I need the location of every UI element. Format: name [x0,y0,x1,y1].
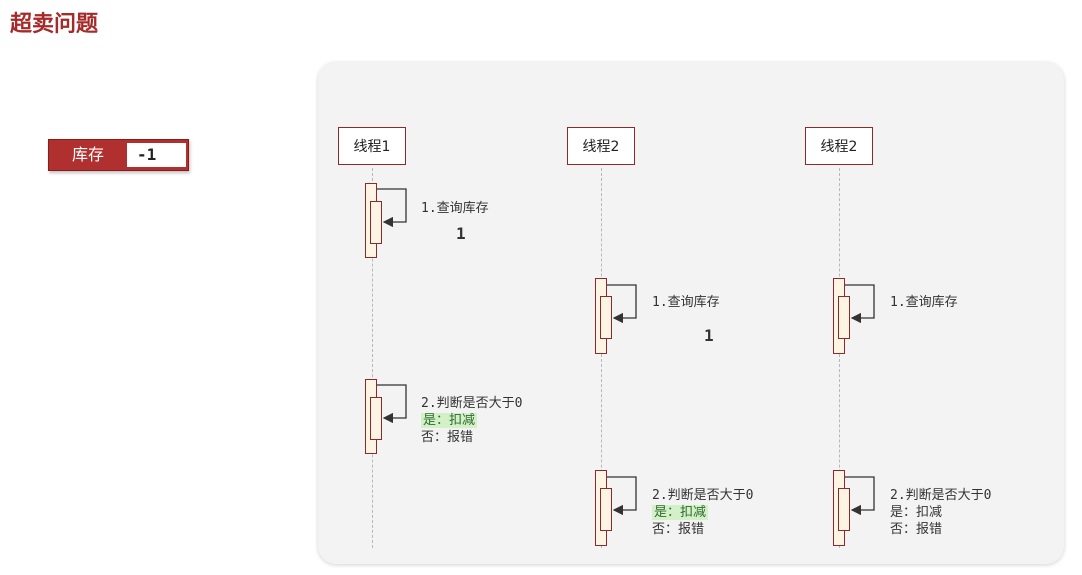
judge-condition: 2.判断是否大于0 [890,488,992,503]
page-title: 超卖问题 [10,12,99,37]
stock-indicator: 库存 -1 [48,139,189,171]
thread2-query-arrow [607,284,637,324]
thread3-judge-arrow [845,476,875,516]
stock-label: 库存 [71,145,104,164]
thread3-header: 线程2 [805,127,873,165]
thread1-judge-arrow [377,384,407,424]
stock-value: -1 [127,143,186,167]
thread1-judge-self-activation [370,397,382,440]
judge-yes-branch: 是：扣减 [652,505,709,520]
thread1-query-arrow [377,188,407,228]
thread3-query-self-activation [838,296,850,339]
thread2-header: 线程2 [567,127,635,165]
judge-condition: 2.判断是否大于0 [652,488,754,503]
thread1-query-self-activation [370,201,382,244]
thread1-header: 线程1 [338,127,406,165]
judge-no-branch: 否：报错 [652,522,705,537]
judge-yes-branch: 是：扣减 [421,413,478,428]
thread2-lifeline [601,168,602,548]
thread2-judge-self-activation [600,488,612,531]
thread2-query-label: 1.查询库存 [652,295,720,310]
judge-no-branch: 否：报错 [890,522,943,537]
thread3-lifeline [839,168,840,548]
thread3-query-arrow [845,284,875,324]
judge-yes-branch: 是：扣减 [890,505,943,520]
thread3-judge-self-activation [838,488,850,531]
sequence-diagram-panel [318,62,1064,564]
thread1-query-result: 1 [456,224,466,243]
thread3-query-label: 1.查询库存 [890,295,958,310]
thread3-judge-label: 2.判断是否大于0 是：扣减 否：报错 [890,487,991,538]
thread1-lifeline [372,168,373,548]
judge-condition: 2.判断是否大于0 [421,396,523,411]
judge-no-branch: 否：报错 [421,430,474,445]
thread1-judge-label: 2.判断是否大于0 是：扣减 否：报错 [421,395,522,446]
thread2-query-self-activation [600,296,612,339]
thread2-judge-label: 2.判断是否大于0 是：扣减 否：报错 [652,487,753,538]
thread1-query-label: 1.查询库存 [421,201,489,216]
thread2-query-result: 1 [704,326,714,345]
thread2-judge-arrow [607,476,637,516]
